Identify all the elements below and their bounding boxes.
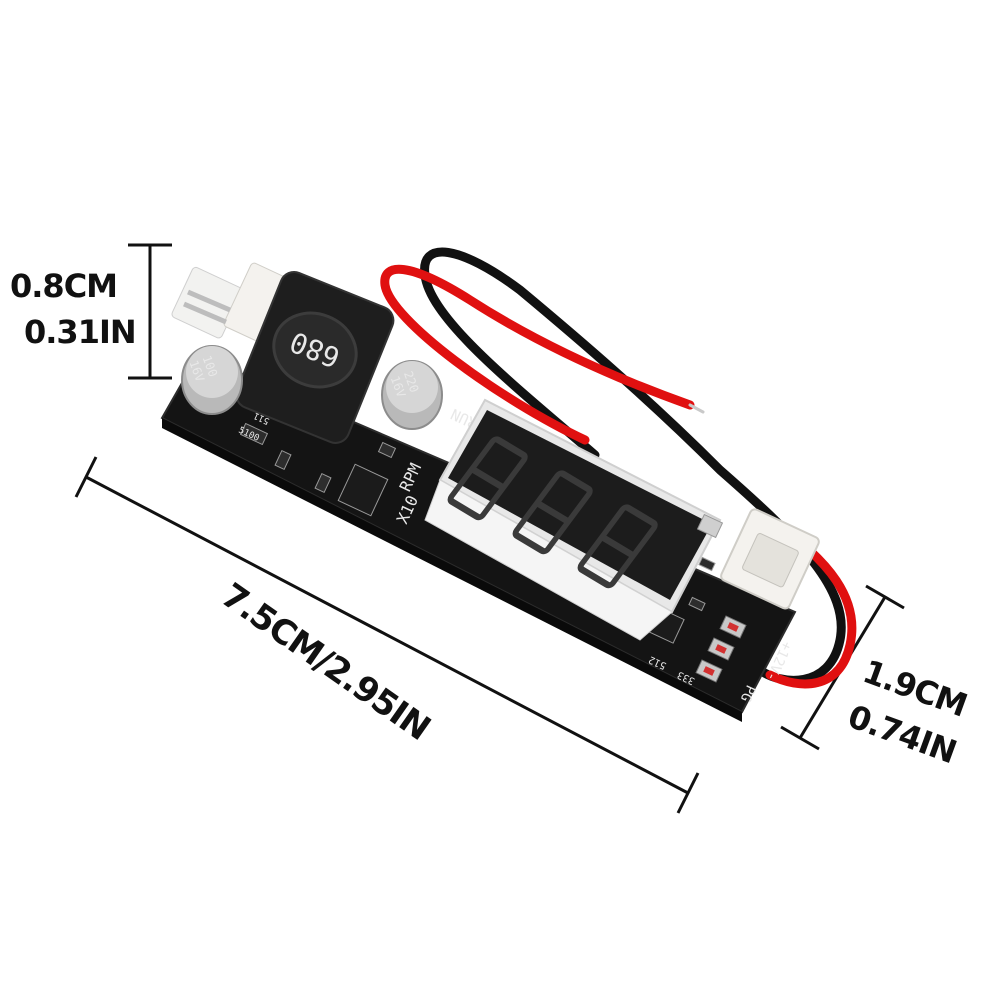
height-in-label: 0.31IN: [24, 313, 137, 351]
capacitor-right: 220 16V: [381, 360, 443, 430]
input-connector: [720, 508, 820, 610]
cap-right-voltage: 16V: [388, 374, 409, 399]
cap-right-value: 220: [401, 369, 422, 394]
black-wire: [420, 247, 846, 685]
seven-segment-display: 888: [0, 0, 722, 641]
cap-left-voltage: 16V: [186, 358, 207, 383]
tactile-button: [696, 513, 724, 539]
inductor: 680: [235, 270, 395, 444]
status-leds: [695, 615, 747, 683]
cap-left-value: 100: [200, 354, 221, 379]
red-wire: [380, 264, 695, 445]
capacitor-left: 100 16V: [181, 345, 243, 415]
length-dimension-line: [85, 475, 689, 795]
display-reading: 888: [0, 0, 2, 1]
height-cm-label: 0.8CM: [10, 267, 118, 305]
pg-label: PG: [737, 682, 759, 704]
display-digits: [447, 436, 658, 589]
